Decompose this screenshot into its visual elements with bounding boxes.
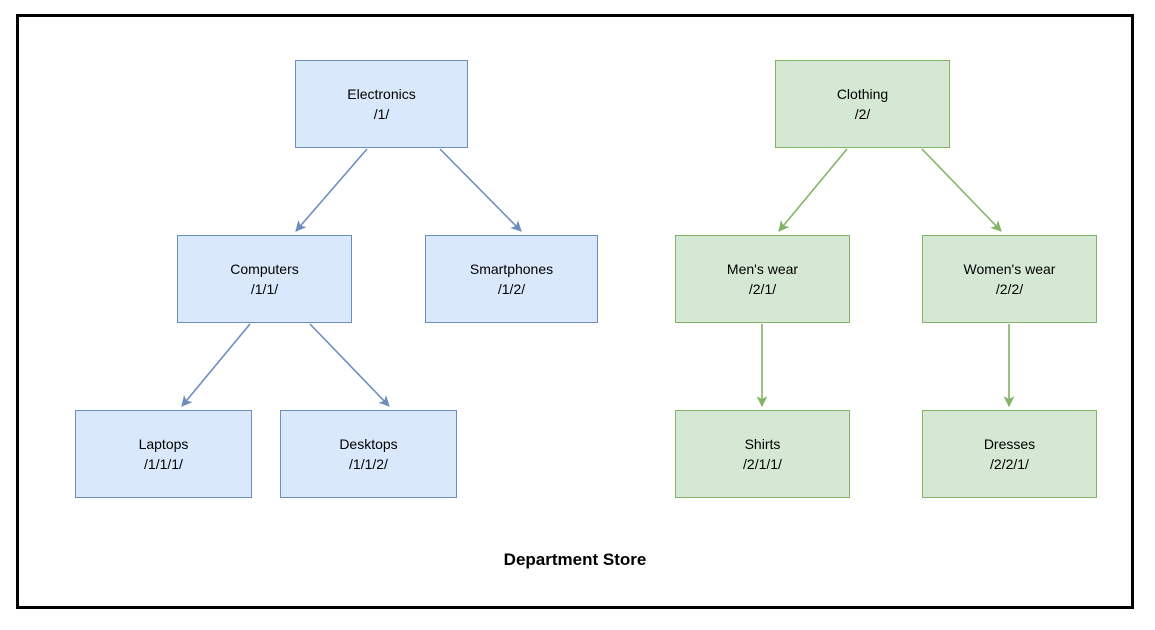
node-path: /1/1/2/: [349, 456, 388, 472]
node-label: Clothing: [836, 86, 889, 102]
node-computers: Computers /1/1/: [177, 235, 352, 323]
node-path: /2/1/1/: [743, 456, 782, 472]
node-desktops: Desktops /1/1/2/: [280, 410, 457, 498]
node-label: Computers: [230, 261, 299, 277]
node-mens-wear: Men's wear /2/1/: [675, 235, 850, 323]
node-shirts: Shirts /2/1/1/: [675, 410, 850, 498]
node-clothing: Clothing /2/: [775, 60, 950, 148]
node-label: Dresses: [983, 436, 1036, 452]
node-label: Shirts: [744, 436, 781, 452]
node-path: /2/2/1/: [990, 456, 1029, 472]
node-path: /2/: [854, 106, 871, 122]
node-electronics: Electronics /1/: [295, 60, 468, 148]
node-path: /1/: [373, 106, 390, 122]
node-path: /1/1/1/: [144, 456, 183, 472]
node-label: Men's wear: [726, 261, 799, 277]
node-path: /2/2/: [995, 281, 1024, 297]
node-path: /2/1/: [748, 281, 777, 297]
node-path: /1/1/: [250, 281, 279, 297]
node-womens-wear: Women's wear /2/2/: [922, 235, 1097, 323]
node-smartphones: Smartphones /1/2/: [425, 235, 598, 323]
diagram-frame: [16, 14, 1134, 609]
node-label: Laptops: [138, 436, 189, 452]
node-label: Smartphones: [469, 261, 554, 277]
node-label: Electronics: [347, 86, 416, 102]
node-label: Women's wear: [963, 261, 1056, 277]
node-path: /1/2/: [497, 281, 526, 297]
diagram-title: Department Store: [503, 550, 647, 569]
node-dresses: Dresses /2/2/1/: [922, 410, 1097, 498]
node-laptops: Laptops /1/1/1/: [75, 410, 252, 498]
node-label: Desktops: [339, 436, 398, 452]
